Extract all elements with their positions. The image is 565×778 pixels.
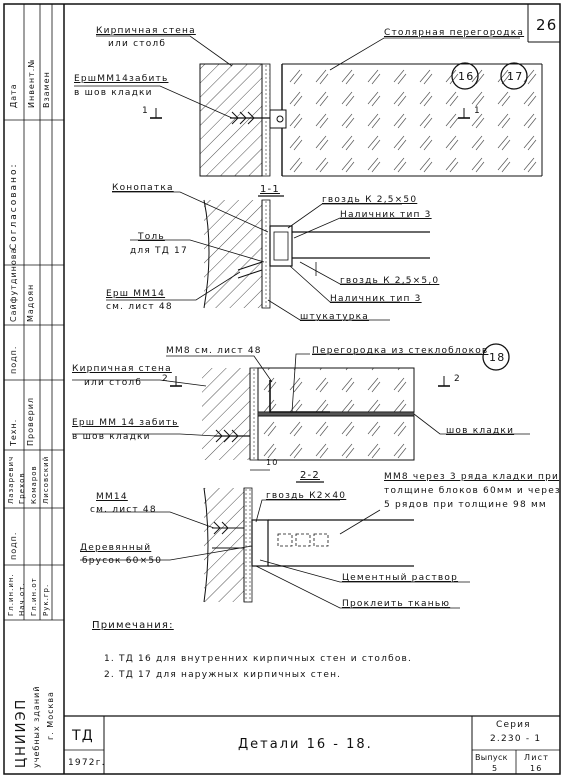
strip-role-2: Нач.от. [18, 582, 26, 617]
ruff-1-label-2: см. лист 48 [106, 302, 173, 312]
strip-role-1: Гл.ин.ин. [7, 573, 15, 616]
wall-label-1: Кирпичная стена [96, 26, 196, 36]
title-code: ТД [72, 728, 94, 744]
title-main: Детали 16 - 18. [238, 737, 373, 752]
ruff-1-label-1: Ерш ММ14 [106, 289, 166, 299]
cut-mark-right: 1 [474, 106, 481, 116]
sheet-number: 26 [536, 16, 558, 34]
org-name: ЦНИИЭП [14, 697, 29, 768]
caulk-label: Конопатка [112, 183, 174, 193]
detail-ref-17: 17 [507, 70, 524, 83]
tol-label-2: для ТД 17 [130, 246, 188, 256]
issue-value: 5 [492, 764, 499, 773]
strip-name-2: Грехов [18, 472, 26, 504]
section-1-title: 1-1 [260, 184, 280, 195]
cut2-right: 2 [454, 374, 461, 384]
detail-ref-16: 16 [458, 70, 475, 83]
wall-2-label-1: Кирпичная стена [72, 364, 172, 374]
note-2: 2. ТД 17 для наружных кирпичных стен. [104, 670, 342, 680]
strip-replace: Взамен [42, 71, 51, 108]
strip-sign-1: Сайфутдинова [9, 247, 18, 322]
wood-label-2: брусок 60×50 [82, 556, 163, 566]
strip-date: Дата [9, 83, 18, 108]
strip-sign-2: Мадоян [26, 283, 35, 322]
series-value: 2.230 - 1 [490, 734, 542, 744]
partition-label: Столярная перегородка [384, 28, 525, 38]
nail-bottom-label: гвоздь К 2,5×5,0 [340, 276, 440, 286]
cement-label: Цементный раствор [342, 573, 459, 583]
ruff-label-2: в шов кладки [74, 88, 153, 98]
series-label: Серия [496, 720, 531, 730]
casing-top-label: Наличник тип 3 [340, 210, 432, 220]
strip-role-a: Техн. [9, 418, 18, 446]
glass-partition-label: Перегородка из стеклоблоков [312, 346, 489, 356]
notes-heading: Примечания: [92, 620, 174, 631]
mm8-note-2: толщине блоков 60мм и через [384, 486, 561, 496]
strip-role-3: Гл.ин.от [30, 577, 38, 616]
strip-name-1: Лазаревич [7, 455, 15, 504]
org-line-3: г. Москва [46, 691, 55, 740]
strip-inv: Инвент.№ [27, 58, 36, 108]
plaster-label: штукатурка [300, 312, 369, 322]
glue-label: Проклеить тканью [342, 599, 451, 609]
ruff-2-label-1: Ерш ММ 14 забить [72, 418, 179, 428]
mm8-note-1: ММ8 через 3 ряда кладки при [384, 472, 560, 482]
strip-role-b: Проверил [26, 396, 35, 446]
nail-2-label: гвоздь К2×40 [266, 491, 347, 501]
cut2-left: 2 [162, 374, 169, 384]
dim-10: 10 [266, 458, 279, 467]
strip-podp: подп. [9, 345, 18, 374]
wall-label-2: или столб [108, 39, 167, 49]
casing-bottom-label: Наличник тип 3 [330, 294, 422, 304]
cut-mark-left: 1 [142, 106, 149, 116]
mm14-label-1: ММ14 [96, 492, 128, 502]
strip-name-4: Лисовский [42, 455, 50, 504]
strip-role-4: Рук.гр. [42, 583, 50, 616]
sheet-value: 16 [530, 764, 543, 773]
wood-label-1: Деревянный [80, 543, 152, 553]
ruff-label-1: ЕршММ14забить [74, 74, 169, 84]
mm14-label-2: см. лист 48 [90, 505, 157, 515]
strip-agreed: Согласовано: [9, 162, 19, 250]
strip-podp-2: подп. [9, 531, 18, 560]
wall-2-label-2: или столб [84, 378, 143, 388]
section-2-title: 2-2 [300, 470, 320, 481]
ruff-2-label-2: в шов кладки [72, 432, 151, 442]
strip-name-3: Комаров [30, 465, 38, 504]
mm8-label: ММ8 см. лист 48 [166, 346, 262, 356]
joint-label: шов кладки [446, 426, 515, 436]
note-1: 1. ТД 16 для внутренних кирпичных стен и… [104, 654, 413, 664]
org-line-2: учебных зданий [32, 685, 41, 768]
detail-ref-18: 18 [489, 351, 506, 364]
nail-top-label: гвоздь К 2,5×50 [322, 195, 418, 205]
tol-label-1: Толь [138, 232, 165, 242]
issue-label: Выпуск [475, 753, 508, 762]
mm8-note-3: 5 рядов при толщине 98 мм [384, 500, 547, 510]
title-year: 1972г. [68, 758, 106, 768]
sheet-label: Лист [524, 753, 550, 762]
